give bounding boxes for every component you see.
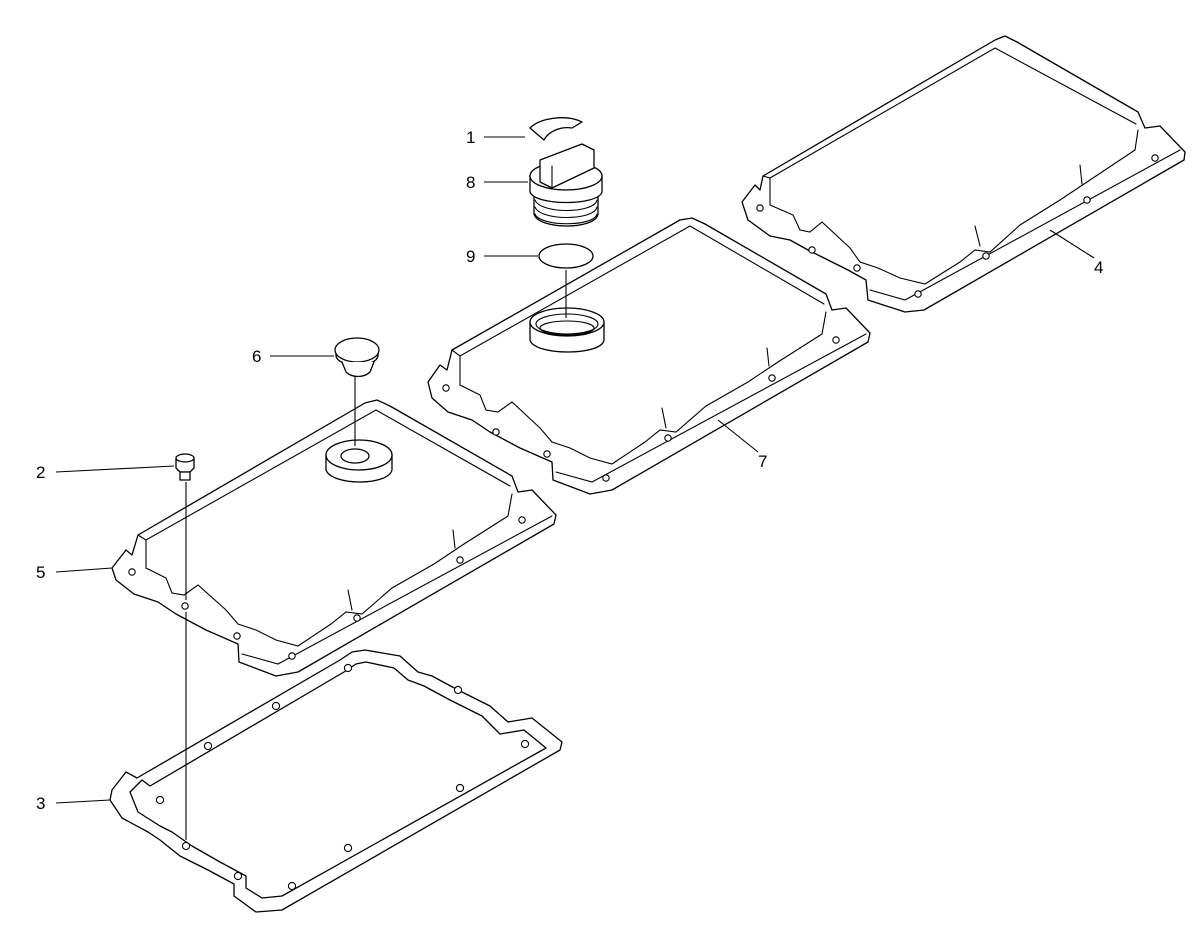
part-9-o-ring: [538, 243, 594, 269]
callout-7: 7: [758, 452, 767, 471]
part-1-clip: [529, 117, 583, 141]
part-2-bolt: [175, 453, 195, 481]
callout-8: 8: [466, 173, 475, 192]
callout-6: 6: [252, 347, 261, 366]
callout-leaders: [55, 136, 1095, 804]
callout-3: 3: [36, 794, 45, 813]
part-6-plug: [334, 337, 380, 378]
callout-2: 2: [36, 463, 45, 482]
callout-4: 4: [1094, 258, 1103, 277]
part-7-cover: [427, 217, 871, 495]
part-8-filler-cap: [529, 143, 603, 227]
part-5-cover: [111, 399, 557, 677]
part-3-gasket: [109, 649, 563, 913]
callout-1: 1: [466, 128, 475, 147]
callout-labels: 1 2 3 4 5 6 7 8 9: [36, 128, 1103, 813]
assembly-lines: [185, 270, 567, 840]
callout-5: 5: [36, 563, 45, 582]
part-4-cover: [741, 35, 1186, 313]
callout-9: 9: [466, 247, 475, 266]
